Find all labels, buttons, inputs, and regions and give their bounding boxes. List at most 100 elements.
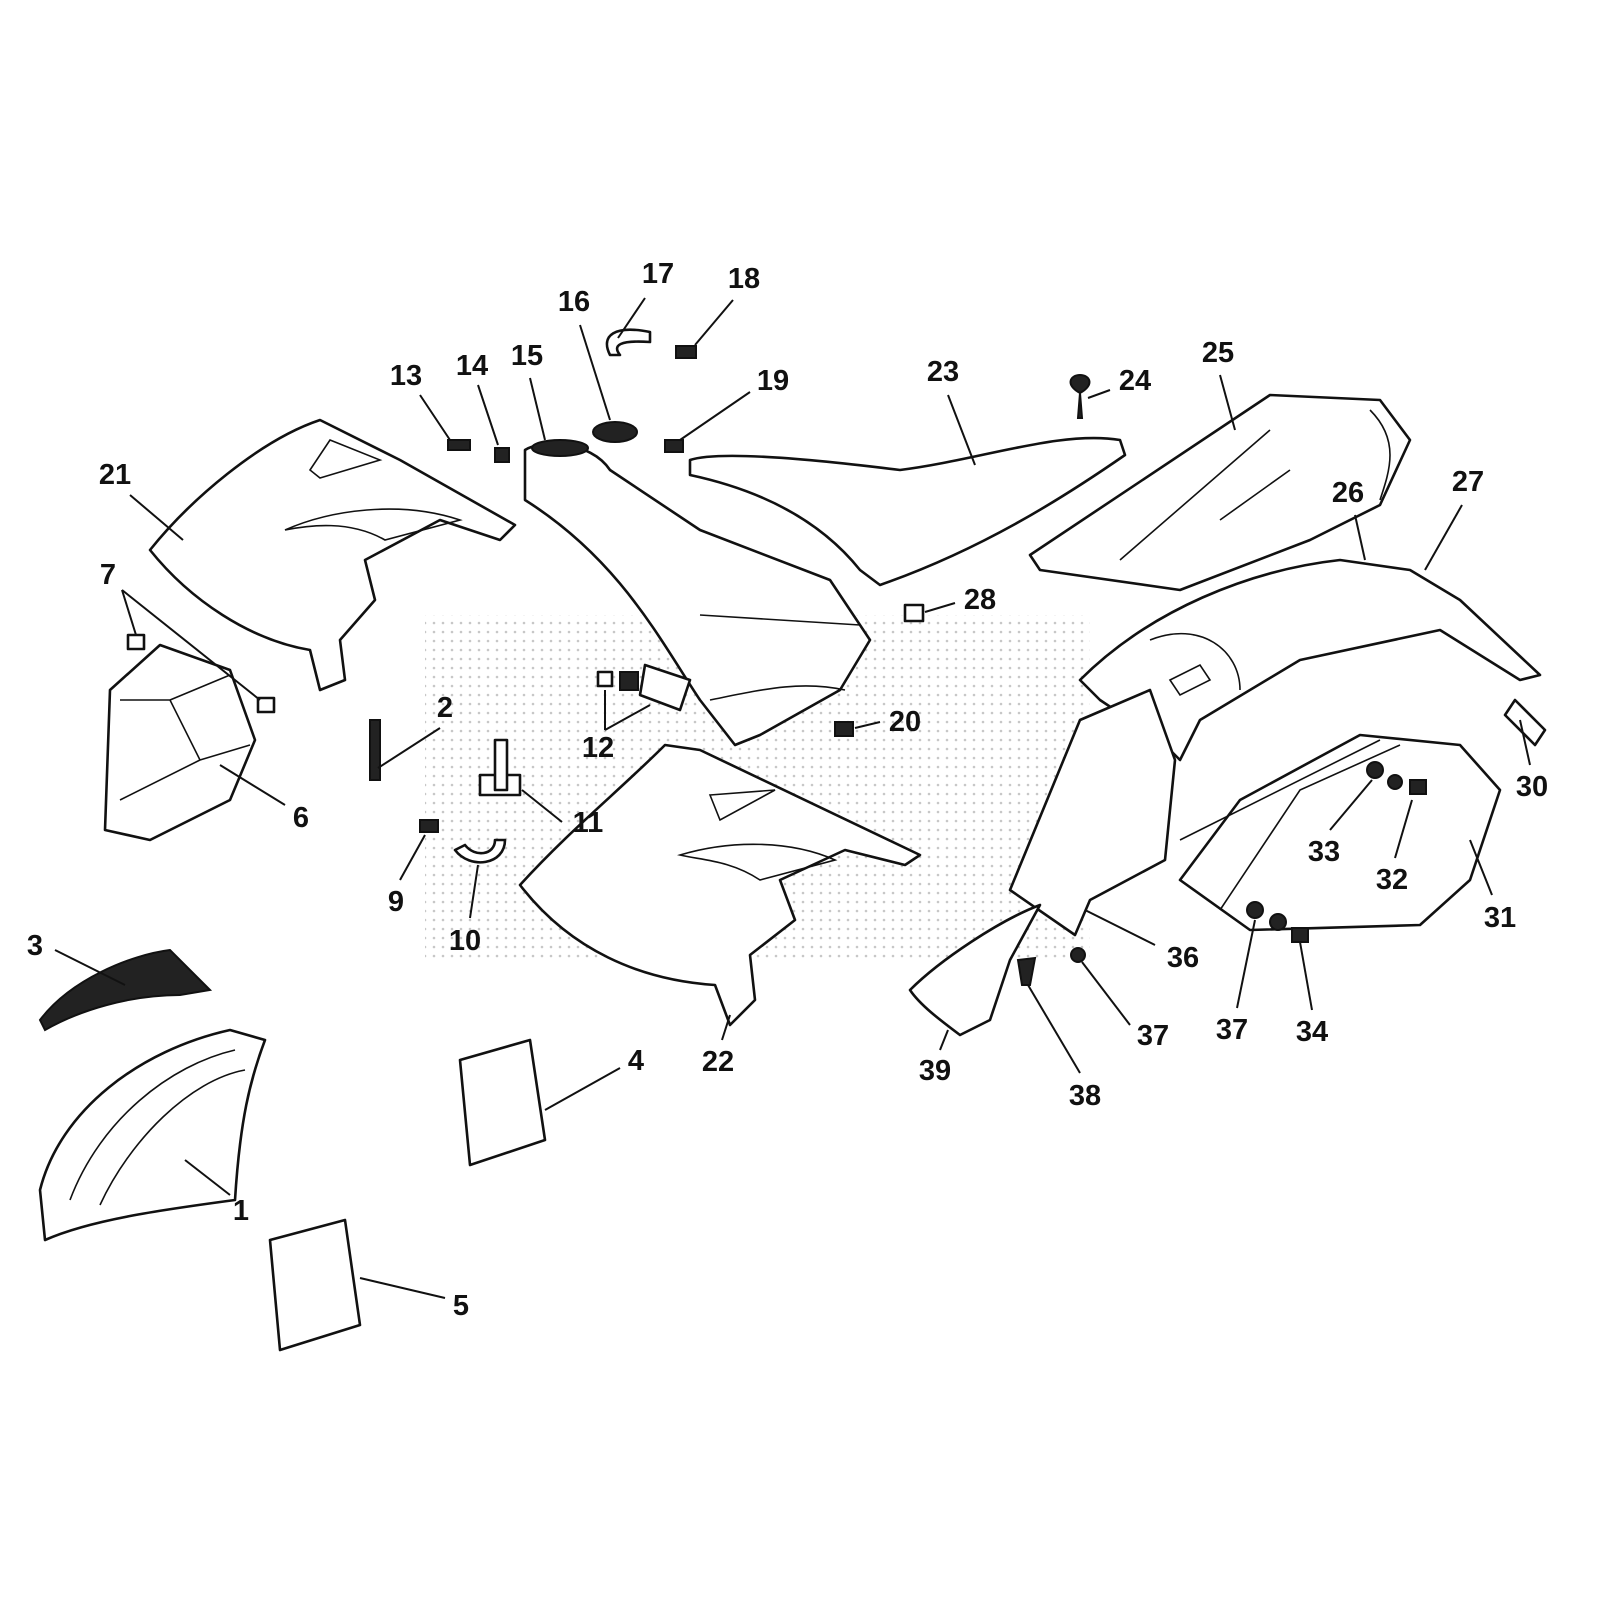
part-label-5: 5 — [453, 1290, 469, 1322]
part-6-number-plate — [103, 643, 257, 842]
part-1-front-fender — [38, 1028, 267, 1242]
part-36-inner-guard — [1008, 688, 1177, 937]
part-34-bolt — [1291, 927, 1309, 943]
leader-line-13 — [419, 394, 451, 441]
part-label-15: 15 — [511, 340, 543, 372]
part-label-4: 4 — [628, 1045, 644, 1077]
part-37-washer-b — [1269, 913, 1287, 931]
part-label-28: 28 — [964, 584, 996, 616]
part-label-11: 11 — [573, 807, 604, 839]
leader-line-30 — [1519, 719, 1531, 766]
leader-line-6 — [219, 764, 286, 806]
part-37-nut — [1070, 947, 1086, 963]
part-tank-bracket — [638, 663, 692, 712]
part-31-side-number-plate — [1178, 733, 1502, 932]
leader-line-1 — [184, 1159, 231, 1196]
part-2-fuel-tap — [369, 719, 381, 781]
leader-line-36 — [1084, 909, 1156, 946]
leader-line-25 — [1219, 374, 1236, 431]
leader-line-16 — [579, 324, 611, 421]
leader-line-19 — [679, 391, 751, 441]
part-7-spacer-a — [126, 633, 146, 651]
part-label-2: 2 — [437, 692, 453, 724]
part-label-6: 6 — [293, 802, 309, 834]
leader-line-28 — [924, 602, 956, 613]
part-17-hose — [605, 328, 652, 357]
part-33-washer-b — [1387, 774, 1403, 790]
part-7-spacer-b — [256, 696, 276, 714]
part-label-19: 19 — [757, 365, 789, 397]
leader-line-14 — [477, 384, 499, 446]
part-label-14: 14 — [456, 350, 488, 382]
part-label-13: 13 — [390, 360, 422, 392]
part-10-fuel-hose — [453, 838, 507, 864]
part-label-1: 1 — [233, 1195, 249, 1227]
part-25-side-panel — [1028, 393, 1412, 592]
leader-line-10 — [469, 864, 479, 919]
leader-line-22 — [721, 1014, 731, 1041]
leader-lines — [54, 297, 1531, 1299]
part-label-10: 10 — [449, 925, 481, 957]
leader-line-39 — [939, 1029, 949, 1051]
part-22-right-shroud — [518, 743, 922, 1027]
leader-line-24 — [1087, 389, 1111, 399]
part-12-grommet-b — [619, 671, 639, 691]
leader-line-7 — [121, 589, 137, 636]
leader-line-34 — [1299, 941, 1313, 1011]
part-label-9: 9 — [388, 886, 404, 918]
leader-line-17 — [617, 297, 646, 339]
leader-line-5 — [359, 1277, 446, 1299]
part-24-fastener — [1069, 373, 1091, 419]
leader-line-2 — [377, 727, 441, 769]
part-label-22: 22 — [702, 1046, 734, 1078]
leader-line-38 — [1027, 984, 1081, 1074]
part-label-16: 16 — [558, 286, 590, 318]
parts — [38, 328, 1547, 1352]
part-label-18: 18 — [728, 263, 760, 295]
leader-line-20 — [854, 721, 881, 729]
part-label-27: 27 — [1452, 466, 1484, 498]
part-16-fuel-cap — [592, 421, 638, 443]
leader-line-3 — [54, 949, 126, 986]
part-label-36: 36 — [1167, 942, 1199, 974]
part-label-31: 31 — [1484, 902, 1516, 934]
part-38-clip — [1016, 956, 1037, 986]
part-21-left-shroud — [148, 418, 517, 692]
part-9-filter — [419, 819, 439, 833]
part-label-17: 17 — [642, 258, 674, 290]
leader-line-11 — [521, 789, 563, 823]
part-label-37: 37 — [1137, 1020, 1169, 1052]
part-32-bolt — [1409, 779, 1427, 795]
part-26-rear-fender — [1078, 558, 1542, 762]
part-label-25: 25 — [1202, 337, 1234, 369]
part-19-screw — [664, 439, 684, 453]
part-label-38: 38 — [1069, 1080, 1101, 1112]
part-label-20: 20 — [889, 706, 921, 738]
leader-line-33 — [1329, 779, 1373, 831]
part-28-grommet — [903, 603, 925, 623]
leader-line-18 — [694, 299, 734, 346]
part-18-valve — [675, 345, 697, 359]
part-label-34: 34 — [1296, 1016, 1328, 1048]
leader-line-26 — [1354, 514, 1366, 561]
part-label-37: 37 — [1216, 1014, 1248, 1046]
part-4-decal-pack — [458, 1038, 547, 1167]
part-label-3: 3 — [27, 930, 43, 962]
part-39-mud-flap — [908, 903, 1042, 1037]
leader-line-9 — [399, 834, 426, 881]
part-label-7: 7 — [100, 559, 116, 591]
part-14-nut — [494, 447, 510, 463]
part-30-plate-insert — [1503, 698, 1547, 747]
leader-line-23 — [947, 394, 976, 466]
part-5-decal-pack — [268, 1218, 362, 1352]
part-12-grommet-a — [596, 670, 614, 688]
part-label-30: 30 — [1516, 771, 1548, 803]
part-label-39: 39 — [919, 1055, 951, 1087]
part-13-bolt — [447, 439, 471, 451]
part-23-seat — [688, 436, 1127, 587]
leader-line-27 — [1424, 504, 1463, 571]
leader-line-4 — [544, 1067, 621, 1111]
part-label-21: 21 — [99, 459, 131, 491]
